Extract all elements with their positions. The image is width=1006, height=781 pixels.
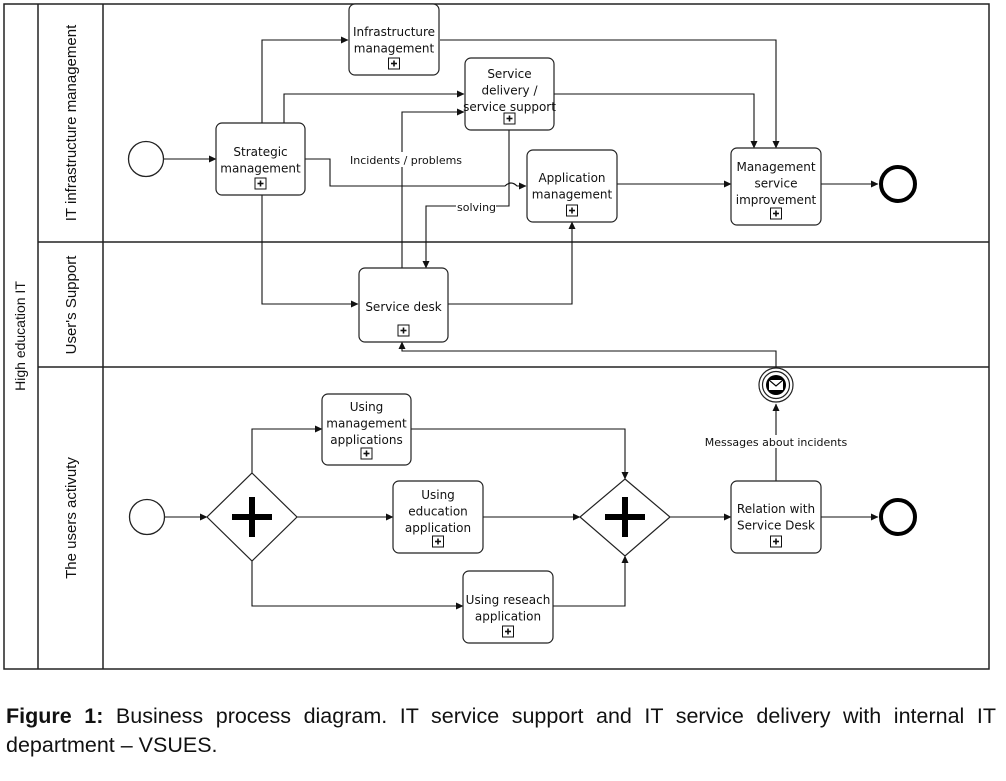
start-event-users (128, 498, 166, 536)
lane-label-users-support: User's Support (63, 255, 80, 355)
flow-service-desk-to-service-delivery (401, 108, 465, 268)
task-label-line: Using reseach (466, 593, 551, 607)
task-label-line: management (326, 417, 407, 431)
task-label-line: delivery / (481, 84, 538, 98)
task-label-line: Service (487, 67, 531, 81)
subprocess-plus-icon (770, 535, 782, 548)
task-label-line: applications (330, 433, 402, 447)
task-label-line: service support (463, 100, 556, 114)
flow-using-research-to-join (553, 555, 629, 607)
flow-strategic-to-service-desk (261, 195, 359, 308)
task-label-line: Application (538, 171, 605, 185)
parallel-gateway-join (579, 478, 671, 557)
task-infrastructure: Infrastructure management (348, 3, 440, 76)
task-label-line: Using (421, 488, 455, 502)
task-label-line: management (220, 162, 301, 176)
caption-text: Business process diagram. IT service sup… (6, 704, 996, 757)
task-label-line: improvement (736, 193, 817, 207)
subprocess-plus-icon (397, 324, 410, 337)
subprocess-plus-icon (388, 57, 400, 70)
task-service-delivery: Service delivery / service support (463, 57, 556, 131)
task-label-line: Service Desk (737, 519, 815, 533)
task-mgmt-improvement: Management service improvement (730, 147, 822, 226)
tasks: Strategic management Infrastructure managem… (215, 3, 822, 644)
subprocess-plus-icon (432, 535, 444, 548)
task-label-line: management (354, 42, 435, 56)
subprocess-plus-icon (502, 625, 514, 638)
task-using-education: Using education application (392, 480, 484, 554)
task-label-line: application (405, 521, 471, 535)
flow-gateway-to-using-research (251, 561, 464, 610)
task-using-research: Using reseach application (462, 570, 554, 644)
task-strategic: Strategic management (215, 122, 306, 196)
flow-service-desk-to-application (448, 221, 576, 305)
subprocess-plus-icon (770, 207, 782, 220)
start-event-it (127, 140, 165, 178)
solving-label: solving (457, 201, 496, 214)
lane-label-users-activity: The users activuty (63, 457, 80, 579)
messages-about-incidents-label: Messages about incidents (705, 436, 848, 449)
task-label-line: service (755, 177, 798, 191)
flow-strategic-to-infrastructure (261, 36, 349, 123)
subprocess-plus-icon (566, 204, 578, 217)
task-label-line: Service desk (365, 300, 441, 314)
task-label-line: Infrastructure (353, 25, 435, 39)
subprocess-plus-icon (254, 177, 267, 190)
flow-labels: Incidents / problems solving Messages ab… (346, 152, 848, 449)
pool: High education IT (3, 3, 990, 670)
envelope-icon (768, 379, 784, 390)
end-event-it (879, 165, 917, 203)
lane-labels: IT infrastructure management User's Supp… (63, 24, 80, 579)
flow-service-delivery-to-improvement (554, 93, 758, 149)
flow-service-delivery-solving (422, 130, 510, 269)
flow-strategic-to-service-delivery (283, 90, 465, 123)
events (127, 140, 917, 536)
lane-label-it-infrastructure: IT infrastructure management (63, 24, 80, 221)
caption-label: Figure 1: (6, 704, 104, 728)
flow-message-event-to-service-desk (398, 341, 777, 368)
bpmn-diagram: High education IT IT infrastructure mana… (3, 3, 990, 670)
figure-caption: Figure 1: Business process diagram. IT s… (6, 702, 996, 760)
pool-label: High education IT (12, 281, 28, 391)
task-service-desk: Service desk (358, 267, 449, 343)
message-intermediate-event (758, 367, 794, 403)
incidents-problems-label: Incidents / problems (350, 154, 462, 167)
parallel-gateway-split (206, 472, 298, 562)
task-label-line: education (408, 505, 468, 519)
task-label-line: Strategic (233, 145, 287, 159)
flow-gateway-to-using-management (251, 425, 323, 473)
task-using-management: Using management applications (321, 393, 412, 466)
task-label-line: management (532, 188, 613, 202)
flow-using-management-to-join (411, 428, 629, 480)
task-application: Application management (526, 149, 618, 223)
task-label-line: application (475, 610, 541, 624)
gateways (206, 472, 671, 562)
task-label-line: Using (350, 400, 384, 414)
task-label-line: Management (736, 160, 815, 174)
flow-infrastructure-to-improvement (440, 39, 780, 149)
task-label-line: Relation with (737, 502, 815, 516)
end-event-users (879, 498, 917, 536)
subprocess-plus-icon (503, 112, 516, 125)
subprocess-plus-icon (360, 447, 373, 460)
